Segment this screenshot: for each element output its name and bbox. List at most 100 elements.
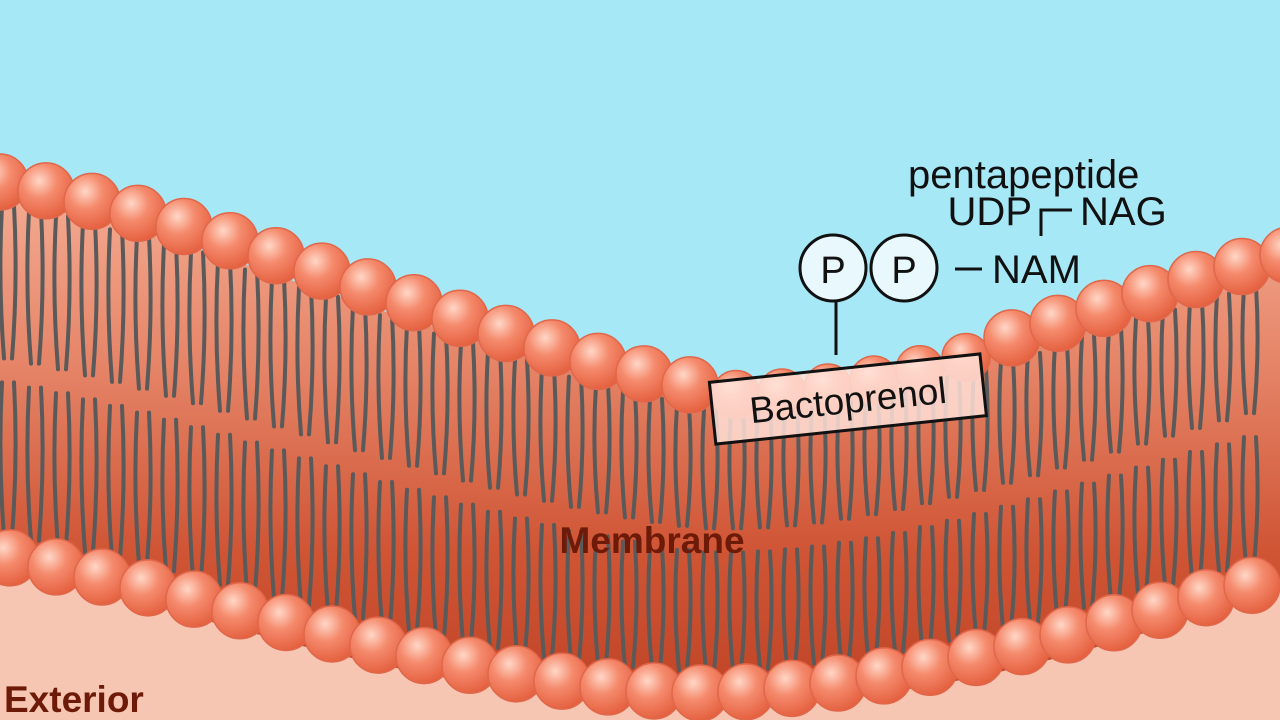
lipid-tail (1051, 489, 1059, 617)
lipid-tail (295, 456, 303, 608)
lipid-tail (511, 516, 519, 655)
lipid-tail (430, 331, 438, 476)
lipid-tail (484, 509, 492, 650)
lipid-tail (1117, 324, 1125, 454)
phospholipid-head (1259, 227, 1280, 283)
lipid-tail (1225, 291, 1233, 423)
lipid-tail (739, 550, 747, 673)
lipid-tail (118, 227, 126, 384)
lipid-tail (901, 530, 909, 654)
lipid-tail (133, 410, 141, 567)
lipid-tail (835, 540, 843, 663)
lipid-tail (442, 331, 450, 476)
lipid-tail (1186, 449, 1194, 581)
lipid-tail (106, 227, 114, 384)
lipid-tail (604, 382, 612, 515)
lipid-tail (646, 543, 654, 672)
lipid-tail (1144, 465, 1152, 596)
lipid-tail (199, 425, 207, 580)
lipid-tail (430, 495, 438, 640)
lipid-tail (415, 322, 423, 468)
lipid-tail (862, 536, 870, 658)
lipid-tail (361, 303, 369, 453)
lipid-tail (511, 358, 519, 497)
lipid-tail (280, 276, 288, 429)
lipid-tail (469, 502, 477, 645)
lipid-tail (268, 448, 276, 601)
lipid-tail (1159, 457, 1167, 588)
lipid-tail (1090, 333, 1098, 462)
lipid-tail (1171, 457, 1179, 588)
lipid-tail (538, 522, 546, 660)
lipid-tail (307, 456, 315, 608)
lipid-tail (619, 539, 627, 669)
lipid-tail (685, 547, 693, 673)
lipid-tail (727, 550, 735, 673)
lipid-tail (1252, 435, 1260, 566)
lipid-tail (565, 528, 573, 663)
lipid-tail (241, 440, 249, 594)
lipid-tail (145, 234, 153, 391)
lipid-tail (253, 440, 261, 594)
phosphate-circle-2 (869, 233, 939, 303)
lipid-tail (631, 539, 639, 669)
lipid-tail (646, 396, 654, 524)
lipid-tail (199, 250, 207, 406)
lipid-tail (79, 220, 87, 378)
lipid-tail (982, 367, 990, 493)
lipid-tail (997, 504, 1005, 631)
lipid-tail (10, 380, 18, 538)
lipid-tail (766, 549, 774, 671)
lipid-tail (523, 516, 531, 655)
lipid-tail (955, 518, 963, 643)
lipid-tail (403, 322, 411, 468)
lipid-tail (997, 359, 1005, 485)
lipid-tail (754, 549, 762, 671)
lipid-tail (133, 234, 141, 391)
precursor-labels: NAM UDP NAG pentapeptide (908, 153, 1167, 292)
lipid-tail (1198, 299, 1206, 430)
lipid-tail (226, 432, 234, 587)
lipid-tail (970, 512, 978, 637)
lipid-tail (226, 258, 234, 413)
lipid-tail (37, 385, 45, 543)
lipid-tail (1063, 342, 1071, 470)
lipid-tail (388, 480, 396, 627)
lipid-tail (1198, 449, 1206, 581)
lipid-tail (1078, 481, 1086, 610)
lipid-tail (187, 250, 195, 406)
lipid-tail (1213, 291, 1221, 423)
lipid-tail (307, 285, 315, 437)
lipid-tail (1240, 284, 1248, 416)
lipid-tail (943, 518, 951, 643)
lipid-tail (280, 448, 288, 601)
lipid-tail (334, 294, 342, 445)
lipid-tail (0, 380, 6, 538)
lipid-tail (64, 214, 72, 372)
lipid-tail (577, 528, 585, 663)
lipid-tail (673, 547, 681, 673)
lipid-tail (172, 417, 180, 574)
lipid-tail (415, 487, 423, 634)
lipid-tail (496, 349, 504, 490)
lipid-tail (1036, 497, 1044, 624)
lipid-tail (457, 340, 465, 483)
lipid-tail (685, 403, 693, 528)
lipid-tail (187, 425, 195, 580)
nam-label: NAM (992, 248, 1081, 292)
lipid-tail (403, 487, 411, 634)
phosphate-group: P P (798, 233, 939, 303)
lipid-tail (658, 543, 666, 672)
lipid-tail (1240, 435, 1248, 566)
udp-label: UDP (948, 190, 1032, 234)
lipid-tail (349, 472, 357, 621)
lipid-tail (349, 303, 357, 453)
lipid-tail (889, 530, 897, 654)
lipid-tail (565, 374, 573, 509)
lipid-tail (376, 480, 384, 627)
lipid-tail (1225, 442, 1233, 574)
lipid-tail (145, 410, 153, 567)
lipid-tail (1213, 442, 1221, 574)
phosphate-label-1: P (820, 250, 845, 292)
